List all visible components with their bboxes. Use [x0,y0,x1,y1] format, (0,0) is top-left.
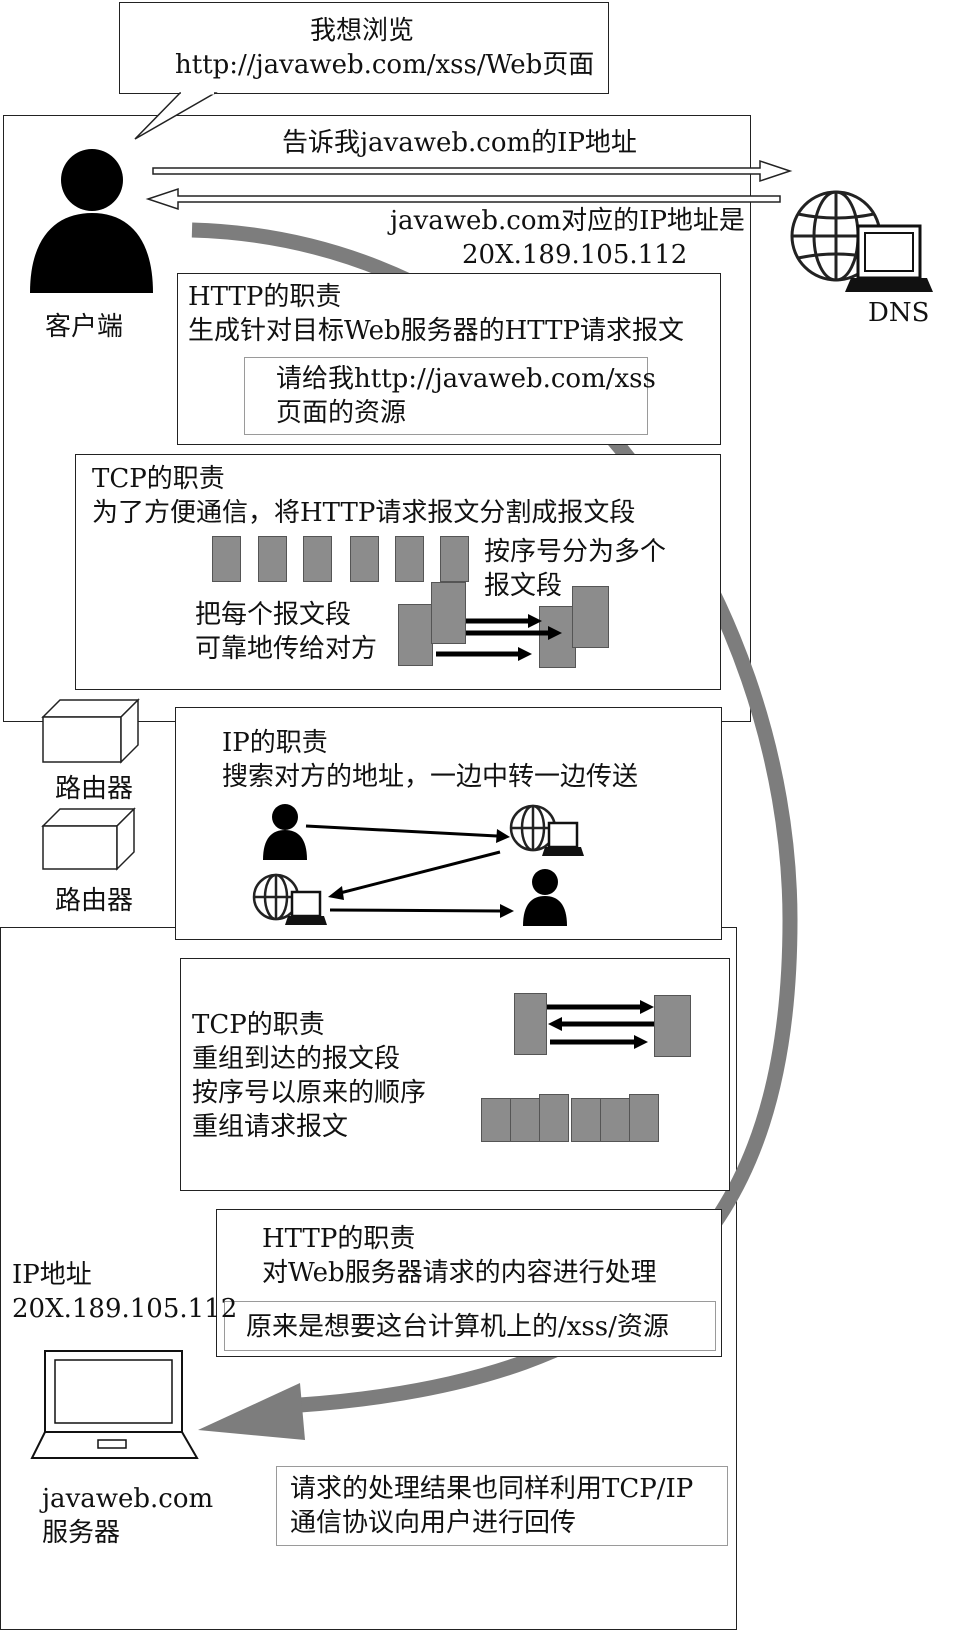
http-client-desc: 生成针对目标Web服务器的HTTP请求报文 [188,316,684,346]
segment-sender [431,582,466,644]
tcp-client-note2-line2: 可靠地传给对方 [195,634,378,664]
http-client-msg-line2: 页面的资源 [276,398,407,428]
speech-bubble [119,2,609,94]
bubble-line2: http://javaweb.com/xss/Web页面 [175,50,595,80]
router-label-1: 路由器 [55,774,134,804]
client-label: 客户端 [45,312,124,342]
tcp-server-line1: 重组到达的报文段 [192,1044,401,1074]
dns-reply-line2: 20X.189.105.112 [462,240,688,270]
tcp-server-box [180,958,730,1191]
tcp-server-line3: 重组请求报文 [192,1112,349,1142]
ip-desc: 搜索对方的地址，一边中转一边传送 [222,762,639,792]
dns-label: DNS [868,298,930,328]
ip-title: IP的职责 [222,728,328,758]
segment [539,1094,569,1142]
tcp-client-note2-line1: 把每个报文段 [195,600,352,630]
segment [303,536,332,582]
http-server-desc: 对Web服务器请求的内容进行处理 [262,1258,657,1288]
tcp-client-title: TCP的职责 [92,464,225,494]
segment [212,536,241,582]
server-ip-value: 20X.189.105.112 [12,1294,238,1324]
http-client-msg-line1: 请给我http://javaweb.com/xss [276,364,656,394]
server-name-line1: javaweb.com [42,1484,214,1514]
segment-sender [398,604,433,666]
globe-icon [509,804,557,852]
segment [440,536,469,582]
flow-arrow-head [198,1383,305,1440]
http-server-msg: 原来是想要这台计算机上的/xss/资源 [246,1312,669,1342]
dns-query-text: 告诉我javaweb.com的IP地址 [282,128,637,158]
segment [481,1098,511,1142]
segment [350,536,379,582]
dns-reply-line1: javaweb.com对应的IP地址是 [390,206,745,236]
dns-laptop-icon [845,224,933,292]
result-box [276,1466,728,1546]
dns-query-arrow [152,159,793,183]
tcp-client-note1-line2: 报文段 [484,571,563,601]
laptop-icon [285,890,327,925]
segment-sender [514,993,547,1055]
http-client-title: HTTP的职责 [188,282,342,312]
http-server-message-box [224,1301,716,1351]
tcp-server-title: TCP的职责 [192,1010,325,1040]
http-client-message-box [244,357,648,435]
server-name-line2: 服务器 [42,1518,121,1548]
segment [395,536,424,582]
server-ip-label: IP地址 [12,1260,92,1290]
tcp-client-desc: 为了方便通信，将HTTP请求报文分割成报文段 [92,498,636,528]
person-icon [263,804,307,860]
segment [258,536,287,582]
person-icon [523,869,567,926]
segment-receiver [539,606,576,668]
http-server-title: HTTP的职责 [262,1224,416,1254]
dns-reply-arrow [145,187,781,211]
tcp-client-note1-line1: 按序号分为多个 [484,537,667,567]
tcp-server-line2: 按序号以原来的顺序 [192,1078,427,1108]
segment-receiver [654,995,691,1057]
result-line2: 通信协议向用户进行回传 [290,1508,577,1538]
segment-receiver [572,586,609,648]
result-line1: 请求的处理结果也同样利用TCP/IP [290,1474,694,1504]
router-icon [41,807,136,871]
segment [629,1094,659,1142]
segment [571,1098,601,1142]
bubble-line1: 我想浏览 [310,16,415,46]
laptop-icon [542,821,584,856]
router-icon [41,698,140,764]
router-label-2: 路由器 [55,886,134,916]
